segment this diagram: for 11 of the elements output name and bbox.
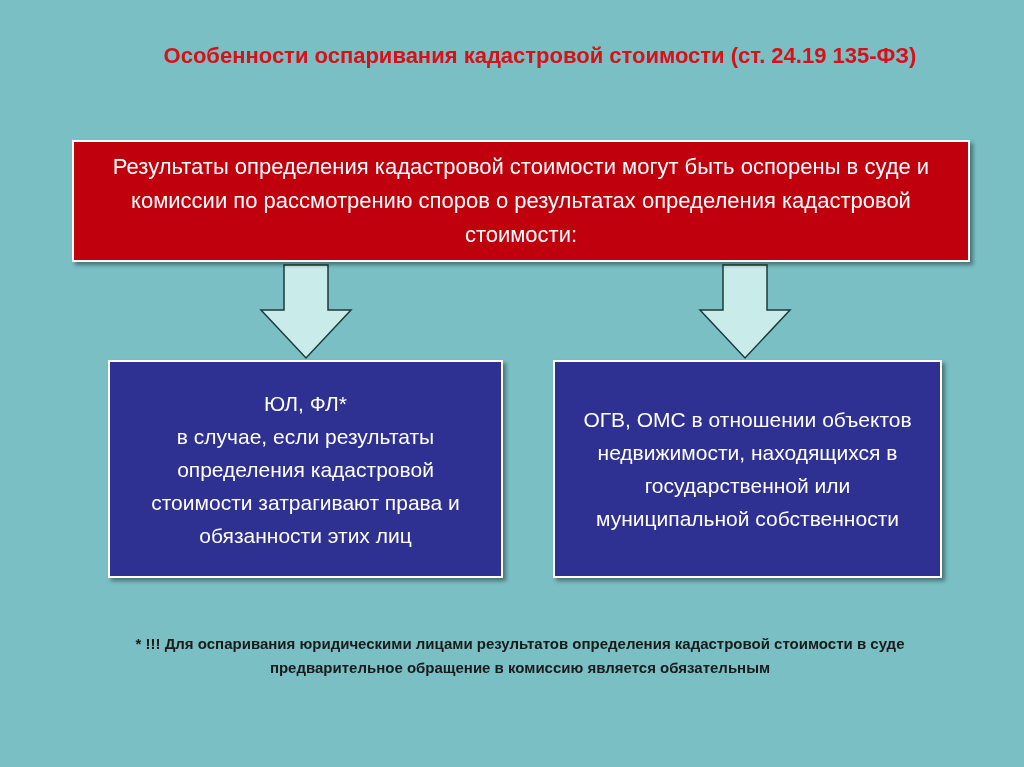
box-heading: ЮЛ, ФЛ* [264,390,347,417]
block-arrow [698,264,792,360]
text-box [108,360,503,578]
box-text: Результаты определения кадастровой стоимости могут быть оспорены в суде и комиссии по рассмотрению споров о результатах определения кадастровой стоимости: [111,153,931,249]
box-text: ОГВ, ОМС в отношении объектов недвижимости, находящихся в государственной или муниципальной собственности [582,407,913,532]
text-box [72,140,970,262]
title: Особенности оспаривания кадастровой стоимости (ст. 24.19 135-ФЗ) [162,42,918,70]
block-arrow [259,264,353,360]
text-box [553,360,942,578]
footnote: * !!! Для оспаривания юридическими лицами результатов определения кадастровой стоимости в суде предварительное обращение в комиссию является обязательным [134,634,906,678]
box-text: в случае, если результаты определения кадастровой стоимости затрагивают права и обязанности этих лиц [150,423,461,549]
